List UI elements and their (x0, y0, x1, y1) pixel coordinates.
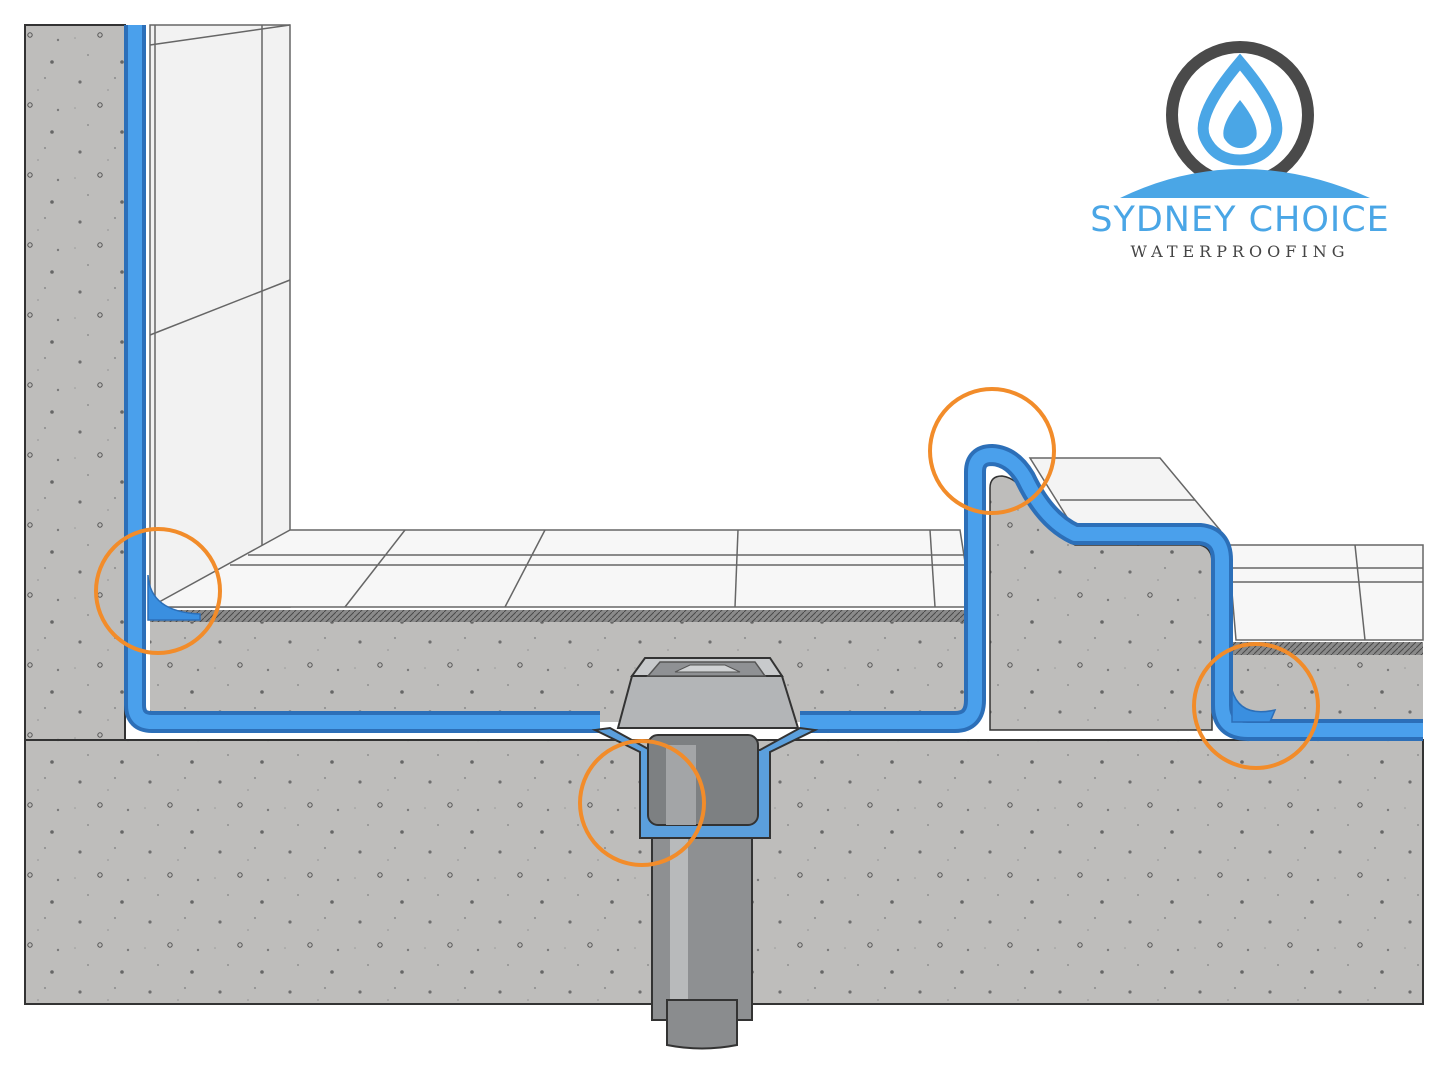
wall-tiles (149, 24, 291, 608)
waterproof-membrane-highlight (128, 25, 1423, 737)
logo-tagline-text: WATERPROOFING (1130, 242, 1350, 261)
highlight-wall-floor-junction (94, 527, 222, 655)
left-concrete-wall (24, 24, 126, 741)
right-floor-tiles (1227, 544, 1424, 641)
highlight-hob-top (928, 387, 1056, 515)
floor-tiles (149, 529, 973, 608)
droplet-logo-icon (1120, 41, 1370, 198)
drain-pipe (651, 819, 753, 1050)
corner-flashing (147, 574, 201, 621)
highlight-step-down-junction (1192, 642, 1320, 770)
bedding-mesh-right (1232, 642, 1423, 655)
step-flashing (1231, 689, 1277, 723)
right-screed (1232, 655, 1423, 722)
bedding-mesh (150, 610, 972, 622)
company-logo: SYDNEY CHOICE WATERPROOFING (1080, 40, 1400, 280)
logo-brand-text: SYDNEY CHOICE (1090, 200, 1390, 240)
highlight-floor-waste-drain (578, 739, 706, 867)
highlight-rings (94, 387, 1320, 867)
floor-screed (150, 622, 972, 722)
floor-waste-assembly (591, 657, 819, 839)
